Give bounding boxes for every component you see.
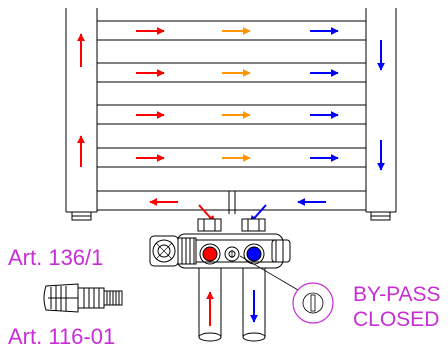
flow-arrows — [77, 27, 385, 224]
label-art-head: Art. 116-01 — [8, 324, 116, 349]
valve-nut-right — [241, 218, 266, 232]
valve-nut-left — [197, 218, 222, 232]
pipe-supply-end — [198, 332, 222, 342]
thermostatic-head — [43, 283, 123, 313]
pipes — [198, 268, 266, 342]
bypass-detail-callout — [239, 255, 334, 324]
valve-lockshield-cap — [271, 239, 291, 263]
radiator-tubes — [97, 20, 366, 211]
radiator — [65, 8, 397, 221]
label-bypass-line1: BY-PASS — [353, 283, 441, 306]
valve-assembly — [149, 218, 291, 269]
valve-port-supply — [202, 246, 218, 262]
valve-thermostatic-head — [149, 235, 197, 267]
label-bypass-line2: CLOSED — [353, 308, 440, 331]
pipe-return-end — [242, 332, 266, 342]
label-art-valve: Art. 136/1 — [8, 245, 104, 270]
valve-port-return — [246, 246, 262, 262]
